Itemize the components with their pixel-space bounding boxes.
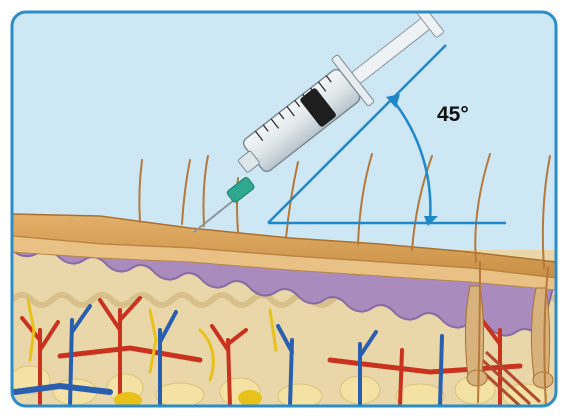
angle-label: 45° bbox=[437, 104, 469, 125]
